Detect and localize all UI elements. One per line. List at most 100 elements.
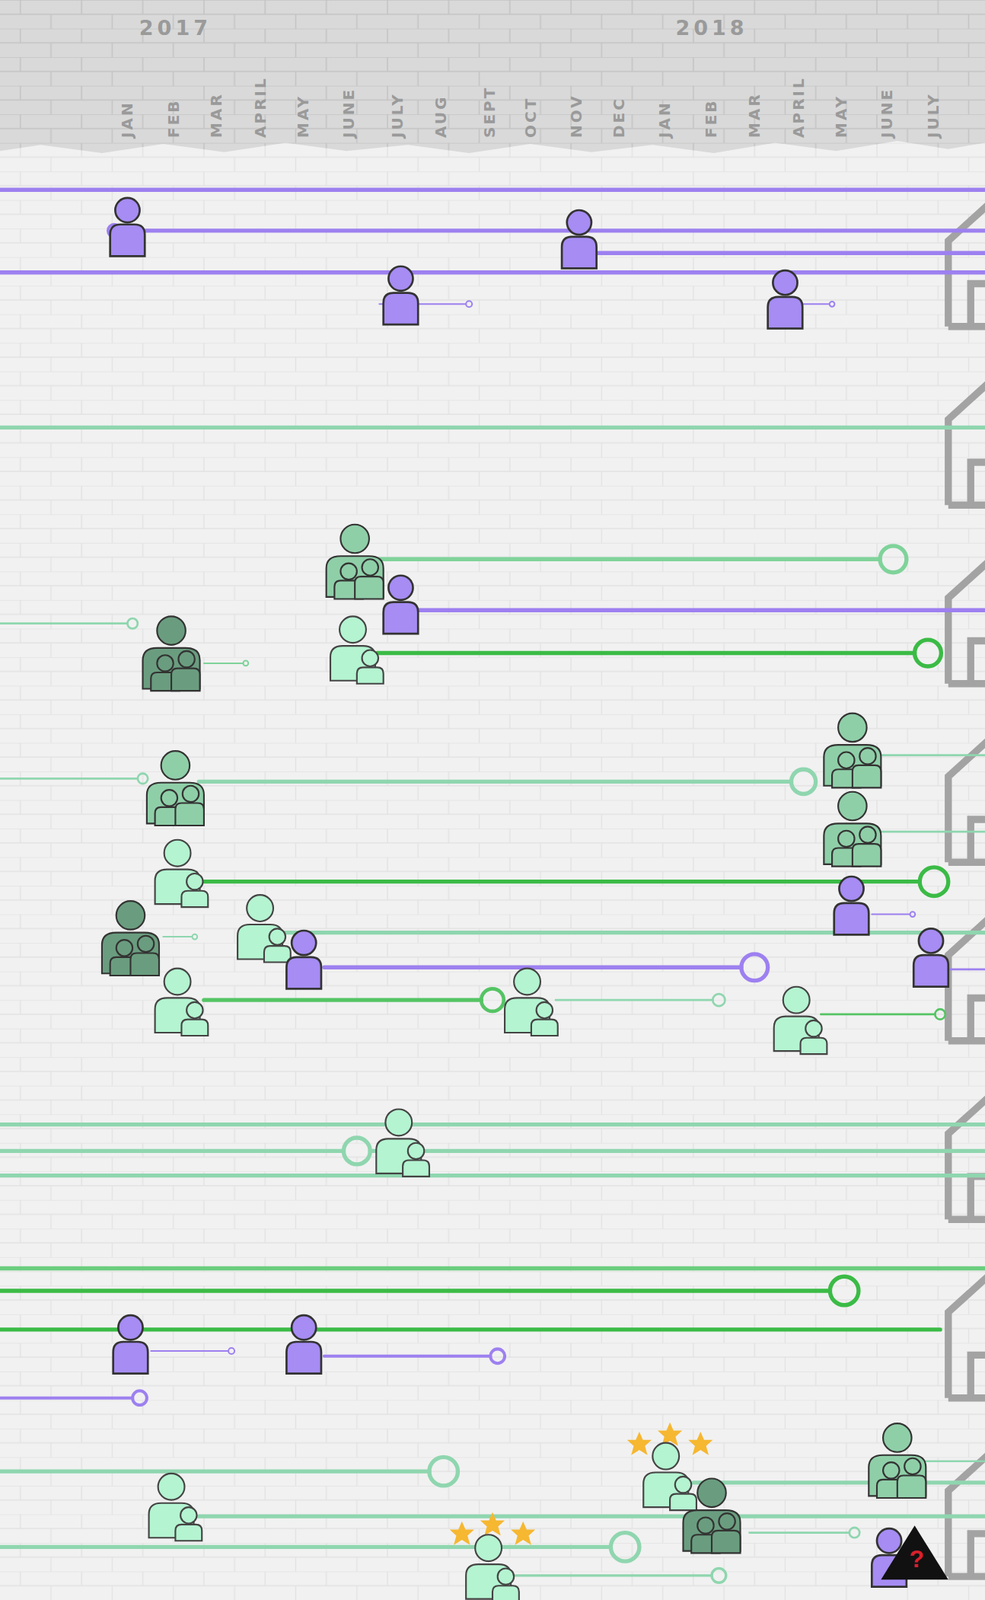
illustration-part	[561, 210, 597, 268]
month-label: NOV	[568, 93, 584, 138]
illustration-part	[948, 968, 985, 971]
illustration-part	[127, 618, 138, 628]
illustration-part	[146, 750, 205, 826]
illustration-part	[490, 1348, 505, 1363]
illustration-part	[0, 1148, 344, 1153]
illustration-part	[913, 927, 949, 986]
illustration-part	[0, 425, 985, 430]
illustration-part	[480, 1511, 505, 1536]
month-label: SEPT	[481, 85, 498, 138]
illustration-part	[143, 615, 201, 691]
illustration-part	[110, 197, 146, 256]
month-label: DEC	[611, 96, 627, 138]
illustration-part	[0, 777, 138, 780]
illustration-part	[192, 933, 198, 940]
month-label: AUG	[433, 94, 449, 138]
month-label: OCT	[522, 96, 539, 138]
illustration-part	[137, 773, 148, 784]
month-label: APRIL	[252, 76, 268, 138]
illustration-part	[0, 1468, 430, 1473]
illustration-part	[948, 380, 985, 505]
illustration-part	[922, 1459, 985, 1462]
illustration-part	[934, 1008, 945, 1019]
illustration-part	[871, 913, 910, 915]
illustration-part	[948, 558, 985, 683]
illustration-part	[876, 830, 985, 833]
month-label: JAN	[119, 100, 135, 138]
illustration-part	[449, 1520, 475, 1545]
illustration-part	[879, 545, 907, 573]
illustration-part	[113, 1314, 149, 1373]
people-icons	[102, 197, 949, 1600]
illustration-part	[579, 251, 985, 256]
illustration-part	[914, 639, 942, 667]
illustration-part	[768, 270, 804, 329]
illustration-part	[948, 1272, 985, 1397]
illustration-part	[102, 900, 160, 976]
illustration-part	[657, 1421, 683, 1446]
illustration-part	[876, 753, 985, 756]
illustration-part	[510, 1520, 536, 1545]
illustration-part	[204, 879, 920, 883]
illustration-part	[429, 1456, 459, 1486]
illustration-part	[741, 953, 769, 981]
illustration-part	[849, 1526, 860, 1537]
month-label: MAR	[208, 92, 224, 138]
illustration-part	[919, 867, 949, 896]
illustration-part	[357, 557, 880, 562]
illustration-part	[0, 188, 985, 192]
illustration-part	[868, 1422, 926, 1498]
month-label: FEB	[703, 98, 719, 138]
illustration-part	[829, 1275, 859, 1305]
illustration-part	[150, 1349, 229, 1352]
illustration-part	[820, 1013, 935, 1016]
illustration-part	[711, 1567, 727, 1582]
illustration-part	[0, 1544, 611, 1549]
illustration-part	[204, 662, 243, 664]
illustration-part	[948, 201, 985, 326]
illustration-part	[326, 524, 384, 600]
illustration-part	[688, 1431, 713, 1455]
month-label: JULY	[389, 92, 405, 138]
illustration-part	[693, 1479, 985, 1484]
illustration-part	[481, 988, 504, 1011]
illustration-part	[285, 930, 985, 934]
illustration-part	[948, 1451, 985, 1576]
illustration-part	[712, 993, 725, 1006]
illustration-part	[465, 1533, 520, 1600]
illustration-part	[383, 266, 419, 325]
illustration-part	[555, 998, 713, 1001]
illustration-part	[286, 930, 322, 989]
month-label: JUNE	[879, 87, 895, 138]
month-label: JAN	[656, 100, 673, 138]
illustration-part	[228, 1347, 235, 1354]
illustration-part	[0, 621, 128, 625]
illustration-part	[504, 968, 558, 1036]
illustration-part	[111, 228, 985, 233]
illustration-part	[330, 615, 384, 683]
illustration-part	[369, 1148, 985, 1153]
illustration-part	[514, 1573, 712, 1576]
illustration-part	[0, 0, 985, 154]
illustration-part	[343, 1137, 370, 1164]
illustration-part	[242, 660, 249, 667]
illustration-part	[0, 0, 985, 154]
illustration-part	[198, 779, 791, 784]
year-label: 2018	[675, 17, 748, 39]
illustration-part	[0, 1396, 133, 1400]
month-label: JULY	[925, 92, 941, 138]
month-label: MAY	[833, 94, 849, 138]
illustration-part	[132, 1389, 147, 1405]
illustration-part	[149, 1472, 203, 1540]
illustration-part	[286, 1314, 322, 1373]
houses	[948, 201, 985, 1576]
illustration-part	[790, 768, 816, 794]
illustration-part	[643, 1442, 697, 1510]
year-label: 2017	[139, 17, 212, 39]
illustration-part	[823, 713, 881, 788]
question-mark: ?	[908, 1546, 925, 1571]
month-label: MAR	[746, 92, 762, 138]
